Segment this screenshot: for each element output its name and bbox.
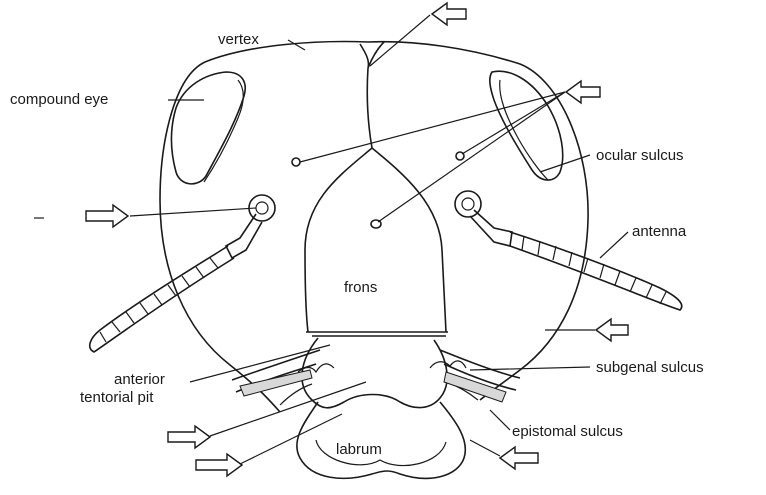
label-epistomal-sulcus: epistomal sulcus: [512, 423, 623, 440]
label-anterior: anterior: [114, 371, 165, 388]
right-compound-eye: [490, 71, 563, 180]
head-capsule-outline: [160, 42, 588, 412]
arrow-maxilla-icon: [500, 447, 538, 469]
label-ocular-sulcus: ocular sulcus: [596, 147, 684, 164]
label-frons: frons: [344, 279, 377, 296]
left-ocular-sulcus: [204, 80, 243, 182]
label-compound-eye: compound eye: [10, 91, 108, 108]
label-antenna: antenna: [632, 223, 687, 240]
left-antenna-segments: [100, 258, 218, 342]
arrow-ocelli-icon: [566, 81, 600, 103]
clypeus-outline: [302, 338, 447, 408]
label-tentorial-pit: tentorial pit: [80, 389, 154, 406]
blank-label-arrows: [86, 3, 628, 476]
arrow-gena-icon: [596, 319, 628, 341]
arrow-top-icon: [432, 3, 466, 25]
left-antennal-socket-inner: [256, 202, 268, 214]
label-labrum: labrum: [336, 441, 382, 458]
right-antenna-base: [470, 210, 512, 246]
label-subgenal-sulcus: subgenal sulcus: [596, 359, 704, 376]
arrow-labrum-icon: [196, 454, 242, 476]
left-lateral-ocellus: [292, 158, 300, 166]
arrow-antennal-socket-icon: [86, 205, 128, 227]
label-vertex: vertex: [218, 31, 259, 48]
right-antenna-segments: [522, 236, 666, 304]
epicranial-suture: [367, 68, 372, 148]
right-antennal-socket-inner: [462, 198, 474, 210]
arrow-clypeus-icon: [168, 426, 210, 448]
frons-outline: [305, 148, 446, 332]
leader-lines: [130, 15, 628, 464]
right-antenna-flagellum: [510, 232, 682, 310]
